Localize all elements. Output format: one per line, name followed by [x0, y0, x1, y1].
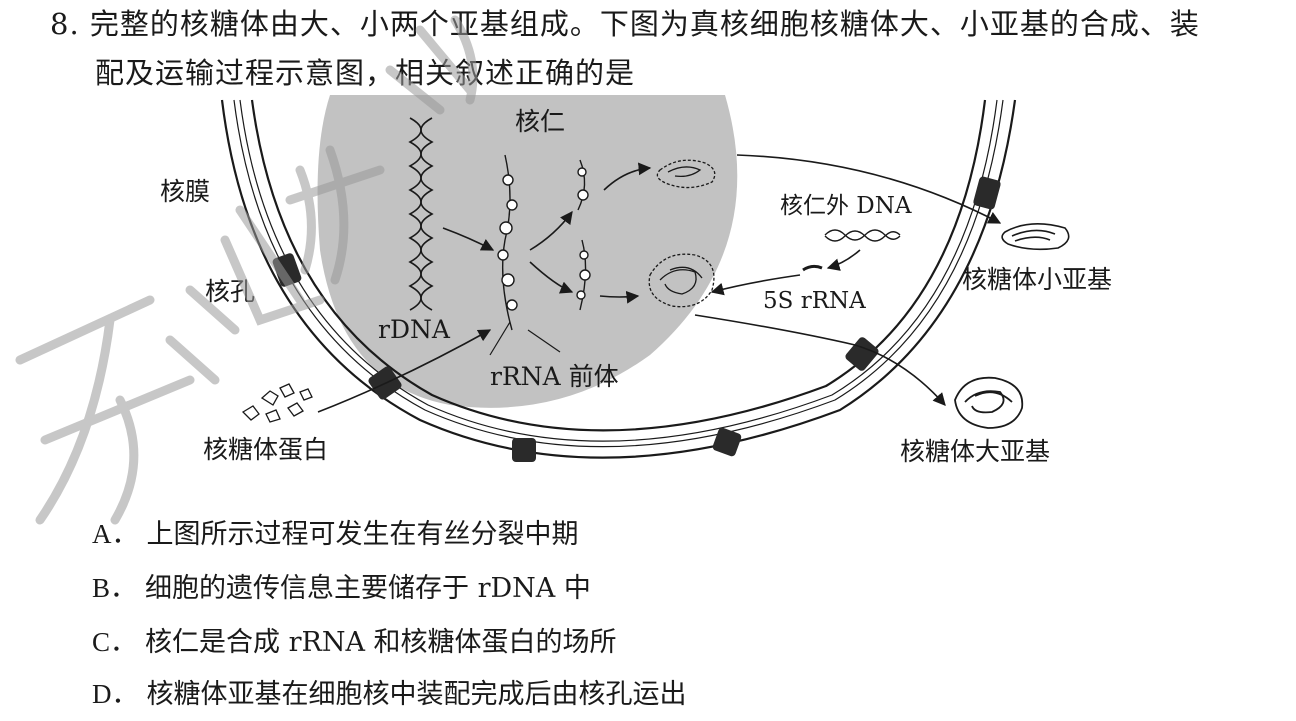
question-text-line1: 完整的核糖体由大、小两个亚基组成。下图为真核细胞核糖体大、小亚基的合成、装	[89, 7, 1200, 41]
option-d: D．核糖体亚基在细胞核中装配完成后由核孔运出	[92, 677, 687, 712]
process-arrows	[317, 154, 1002, 413]
rrna-precursor-strands	[497, 154, 591, 331]
option-c-text: 核仁是合成 rRNA 和核糖体蛋白的场所	[145, 627, 617, 658]
label-rrna-precursor: rRNA 前体	[490, 362, 619, 391]
option-d-key: D．	[92, 679, 139, 709]
label-rrna-5s: 5S rRNA	[763, 288, 866, 314]
ribosome-synthesis-diagram: 核仁 核膜 核孔 rDNA rRNA 前体 核糖体蛋白 核仁外 DNA 5S r…	[160, 95, 1112, 466]
label-nuclear-pore: 核孔	[205, 277, 255, 306]
question-stem-line2: 配及运输过程示意图，相关叙述正确的是	[95, 55, 635, 91]
option-a: A．上图所示过程可发生在有丝分裂中期	[92, 517, 579, 552]
option-c-key: C．	[92, 627, 138, 657]
extra-nucleolar-dna-icon	[824, 229, 901, 242]
small-subunit-icon	[1001, 223, 1070, 251]
option-a-key: A．	[92, 519, 139, 549]
ribosomal-protein-icon	[241, 383, 313, 423]
label-ribosomal-protein: 核糖体蛋白	[203, 435, 328, 464]
question-stem-line1: 8. 完整的核糖体由大、小两个亚基组成。下图为真核细胞核糖体大、小亚基的合成、装	[50, 6, 1200, 42]
label-nucleolus: 核仁	[515, 107, 565, 136]
label-nuclear-envelope: 核膜	[160, 177, 210, 206]
label-pointers	[489, 321, 561, 356]
rrna-5s-fragment-icon	[802, 264, 823, 272]
large-subunit-icon	[954, 376, 1024, 429]
option-b-text: 细胞的遗传信息主要储存于 rDNA 中	[145, 573, 591, 604]
option-d-text: 核糖体亚基在细胞核中装配完成后由核孔运出	[146, 679, 687, 710]
option-a-text: 上图所示过程可发生在有丝分裂中期	[146, 519, 579, 550]
label-extra-nucleolar-dna: 核仁外 DNA	[780, 193, 912, 219]
rdna-helix-icon	[408, 117, 434, 311]
option-c: C．核仁是合成 rRNA 和核糖体蛋白的场所	[92, 625, 617, 660]
option-b-key: B．	[92, 573, 138, 603]
label-rdna: rDNA	[378, 315, 451, 344]
question-number: 8.	[50, 7, 80, 41]
label-small-subunit: 核糖体小亚基	[962, 265, 1112, 294]
question-text-line2: 配及运输过程示意图，相关叙述正确的是	[95, 56, 636, 90]
label-large-subunit: 核糖体大亚基	[900, 437, 1050, 466]
option-b: B．细胞的遗传信息主要储存于 rDNA 中	[92, 571, 591, 606]
small-subunit-precursor-icon	[656, 159, 716, 189]
